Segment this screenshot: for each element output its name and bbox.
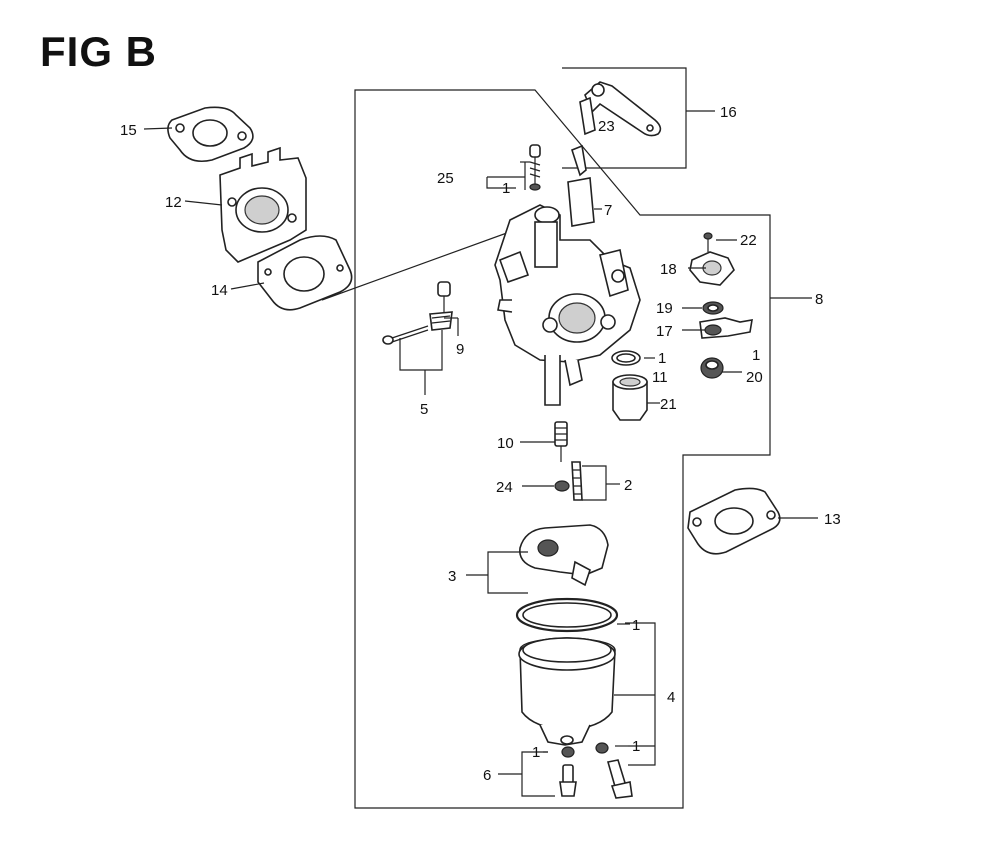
part-2-needle	[571, 461, 583, 501]
part-14-gasket	[257, 235, 353, 311]
assembly-boundary	[354, 89, 771, 809]
part-25-screw	[529, 144, 541, 191]
part-9-screw	[429, 281, 453, 331]
part-15-gasket	[167, 106, 254, 163]
callout-22: 22	[740, 232, 757, 249]
callout-11: 11	[652, 369, 668, 386]
figure-title: FIG B	[40, 28, 157, 75]
carburetor-body	[494, 204, 641, 406]
callout-15: 15	[120, 122, 137, 139]
callout-1-screw: 1	[502, 180, 510, 197]
part-12-insulator	[219, 146, 307, 263]
callout-10: 10	[497, 435, 514, 452]
part-4-float-bowl	[518, 637, 616, 746]
callout-19: 19	[656, 300, 673, 317]
part-5-pilot-screw	[382, 325, 429, 345]
bracket-4	[625, 622, 656, 766]
bowl-screw	[595, 742, 633, 799]
part-24-washer	[554, 480, 570, 492]
leader-lines	[143, 110, 818, 775]
bracket-3	[487, 551, 528, 594]
callout-1-oring: 1	[658, 350, 666, 367]
part-22-screw	[703, 232, 713, 252]
part-13-gasket	[687, 487, 781, 555]
callout-1-bowl-washer: 1	[632, 738, 640, 755]
callout-8: 8	[815, 291, 823, 308]
callout-2: 2	[624, 477, 632, 494]
alignment-line	[321, 229, 516, 301]
part-16-choke-lever	[579, 81, 662, 137]
bracket-5	[399, 330, 443, 371]
callout-21: 21	[660, 396, 677, 413]
callout-1-drain-washer: 1	[532, 744, 540, 761]
callout-12: 12	[165, 194, 182, 211]
part-1-bowl-gasket	[515, 597, 619, 633]
callout-1-bowl-gasket: 1	[632, 617, 640, 634]
callout-5: 5	[420, 401, 428, 418]
part-3-float	[518, 524, 609, 587]
bracket-2	[582, 465, 607, 501]
callout-9: 9	[456, 341, 464, 358]
callout-17: 17	[656, 323, 673, 340]
callout-20: 20	[746, 369, 763, 386]
callout-25: 25	[437, 170, 454, 187]
callout-3: 3	[448, 568, 456, 585]
callout-14: 14	[211, 282, 228, 299]
callout-labels: 15 12 14 16 23 25 1 7 22 18 8 19 17 9 1 …	[120, 104, 841, 784]
part-10-jet	[554, 421, 568, 462]
part-21-float-chamber-plug	[612, 374, 648, 421]
bracket-16	[562, 67, 687, 169]
callout-13: 13	[824, 511, 841, 528]
callout-18: 18	[660, 261, 677, 278]
callout-23: 23	[598, 118, 615, 135]
part-11-oring	[611, 350, 641, 366]
callout-6: 6	[483, 767, 491, 784]
callout-4: 4	[667, 689, 675, 706]
callout-24: 24	[496, 479, 513, 496]
part-6-drain-screw	[559, 746, 577, 797]
part-17-diaphragm	[699, 317, 753, 339]
part-19-oring	[702, 301, 724, 315]
callout-7: 7	[604, 202, 612, 219]
callout-1-seal: 1	[752, 347, 760, 364]
part-20-seal	[700, 357, 724, 379]
callout-16: 16	[720, 104, 737, 121]
part-7-bracket	[567, 144, 595, 227]
